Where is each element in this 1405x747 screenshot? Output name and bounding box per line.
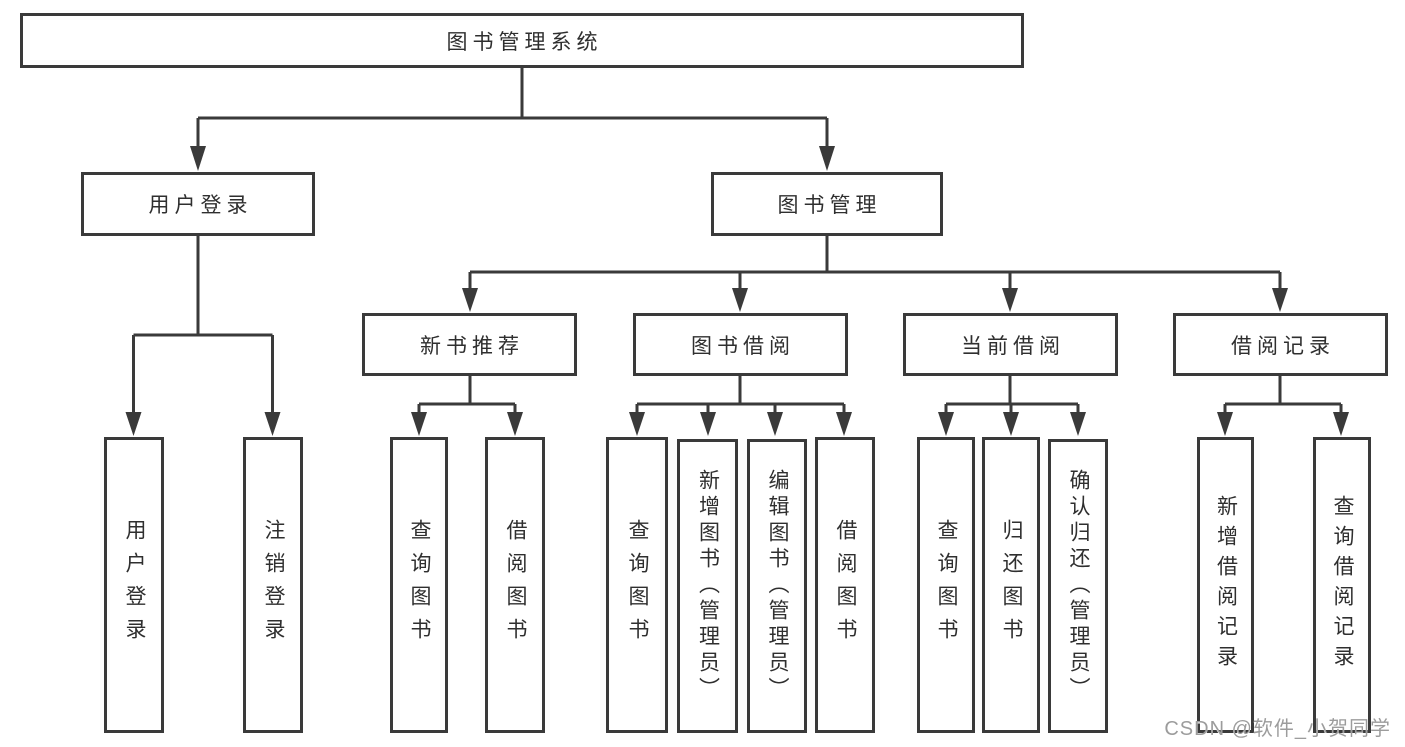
arrowhead (1333, 412, 1349, 436)
arrowhead (629, 412, 645, 436)
node-label: 图书借阅 (691, 334, 795, 358)
connector-currentborrow-to-leaves (944, 376, 1080, 416)
node-book-management-branch: 图书管理 (711, 172, 943, 236)
node-label: 新书推荐 (420, 334, 524, 358)
node-user-login-branch: 用户登录 (81, 172, 315, 236)
node-label: 借阅图书 (504, 519, 527, 651)
arrowhead (1070, 412, 1086, 436)
csdn-watermark: CSDN @软件_小贺同学 (1164, 718, 1391, 740)
connector-bookborrow-to-leaves (635, 376, 846, 416)
node-label: 编辑图书（管理员） (766, 469, 789, 703)
node-label: 查询图书 (408, 519, 431, 651)
leaf-bb-add-books-admin: 新增图书（管理员） (677, 439, 738, 733)
node-book-borrowing: 图书借阅 (633, 313, 848, 376)
arrowhead (1002, 288, 1018, 312)
leaf-br-add-record: 新增借阅记录 (1197, 437, 1254, 733)
leaf-cb-query-books: 查询图书 (917, 437, 975, 733)
arrowhead (190, 146, 206, 171)
arrowhead (819, 146, 835, 171)
connector-newbookrec-to-leaves (417, 376, 517, 416)
leaf-user-login: 用户登录 (104, 437, 164, 733)
node-label: 查询图书 (626, 519, 649, 651)
arrowhead (836, 412, 852, 436)
node-label: 新增图书（管理员） (696, 469, 720, 703)
leaf-cb-return-books: 归还图书 (982, 437, 1040, 733)
arrowhead (411, 412, 427, 436)
arrowhead (938, 412, 954, 436)
arrowhead (125, 412, 142, 436)
node-library-management-system: 图书管理系统 (20, 13, 1024, 68)
node-label: 图书管理系统 (446, 30, 603, 54)
node-current-borrowing: 当前借阅 (903, 313, 1118, 376)
connector-bookmgmt-to-level3 (468, 236, 1282, 292)
node-label: 归还图书 (1000, 519, 1023, 651)
node-label: 用户登录 (123, 519, 146, 651)
node-label: 查询借阅记录 (1331, 495, 1354, 675)
leaf-nbr-borrow-books: 借阅图书 (485, 437, 545, 733)
node-label: 新增借阅记录 (1214, 495, 1238, 675)
arrowhead (264, 412, 281, 436)
node-label: 注销登录 (262, 519, 285, 651)
arrowhead (1217, 412, 1233, 436)
arrowhead (1272, 288, 1288, 312)
arrowhead (1003, 412, 1019, 436)
node-label: 借阅图书 (834, 519, 857, 651)
leaf-bb-borrow-books: 借阅图书 (815, 437, 875, 733)
arrowhead (700, 412, 716, 436)
arrowhead (507, 412, 523, 436)
leaf-bb-edit-books-admin: 编辑图书（管理员） (747, 439, 807, 733)
leaf-bb-query-books: 查询图书 (606, 437, 668, 733)
node-label: 用户登录 (148, 194, 253, 217)
connector-root-to-level2 (196, 68, 829, 152)
arrowhead (462, 288, 478, 312)
leaf-logout: 注销登录 (243, 437, 303, 733)
arrowhead (732, 288, 748, 312)
arrowheads (125, 146, 1349, 436)
node-label: 图书管理 (777, 194, 882, 217)
node-label: 当前借阅 (961, 334, 1065, 358)
node-label: 查询图书 (935, 519, 958, 651)
node-label: 确认归还（管理员） (1067, 469, 1090, 703)
leaf-cb-confirm-return-admin: 确认归还（管理员） (1048, 439, 1108, 733)
node-borrowing-records: 借阅记录 (1173, 313, 1388, 376)
connector-userlogin-to-leaves (132, 236, 274, 416)
node-label: 借阅记录 (1231, 334, 1335, 358)
arrowhead (767, 412, 783, 436)
leaf-nbr-query-books: 查询图书 (390, 437, 448, 733)
node-new-book-recommendation: 新书推荐 (362, 313, 577, 376)
connector-borrowrecords-to-leaves (1223, 376, 1343, 416)
leaf-br-query-record: 查询借阅记录 (1313, 437, 1371, 733)
